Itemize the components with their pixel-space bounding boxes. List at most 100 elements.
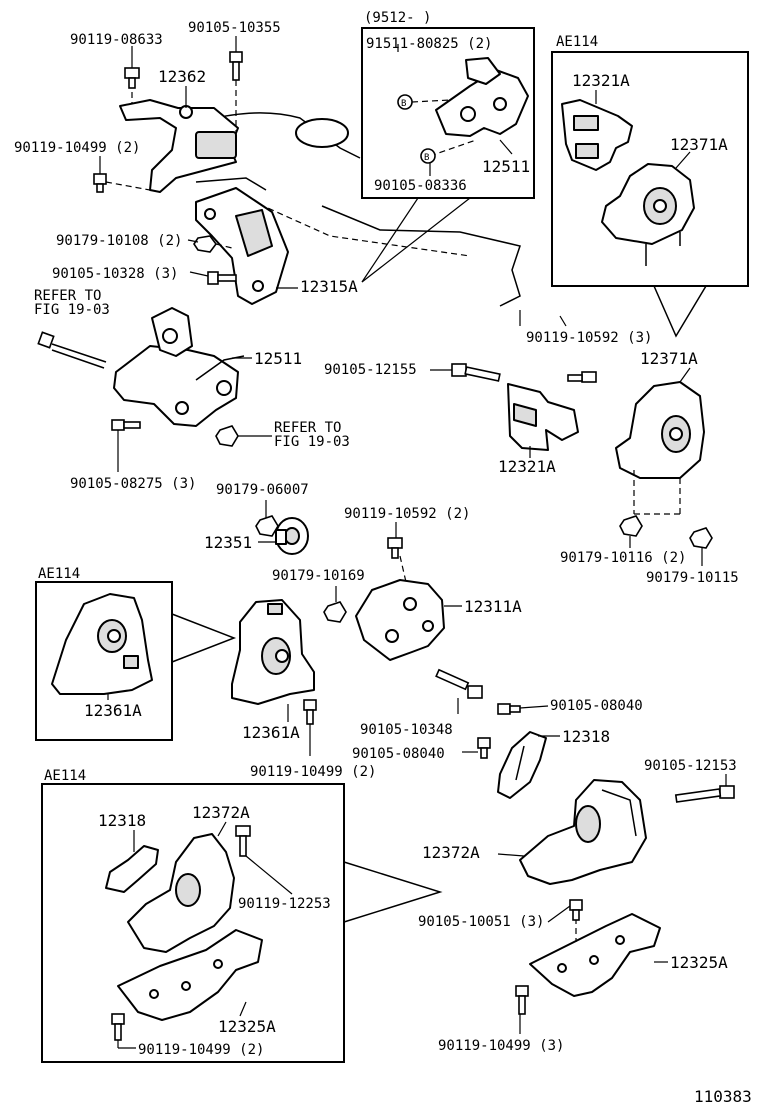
part-12362-bracket [119,60,239,193]
label-90105-08336: 90105-08336 [374,178,467,194]
label-90119-10499-2-mid: 90119-10499 (2) [250,764,376,780]
part-12361A-inset [51,593,153,695]
part-12321A-bracket [507,383,579,451]
nut-90179-10108 [193,235,233,253]
nut-90179-10115 [689,527,713,549]
label-12511-left: 12511 [254,349,302,368]
label-90105-10051-3: 90105-10051 (3) [418,914,544,930]
part-12321A-inset [561,99,633,171]
label-refer-fig-1-line2: FIG 19-03 [34,302,110,318]
label-12362: 12362 [158,67,206,86]
part-number-labels: 90119-08633 90105-10355 12362 90119-1049… [14,10,752,1106]
bolt-90119-10499-bottom-right [515,985,529,1015]
label-90119-10592-2: 90119-10592 (2) [344,506,470,522]
inset-box-9512 [361,27,535,199]
label-90105-08040-a: 90105-08040 [550,698,643,714]
nut-90179-10169 [323,601,347,623]
bolt-90119-10592-mid [387,537,403,559]
bolt-90105-10348 [435,668,483,699]
label-refer-fig-2-line2: FIG 19-03 [274,434,350,450]
label-ae114-mid-left: AE114 [38,566,80,582]
label-90105-10348: 90105-10348 [360,722,453,738]
bolt-90119-10499-inset [111,1013,125,1041]
label-90179-06007: 90179-06007 [216,482,309,498]
part-12325A-inset [117,929,263,1021]
bolt-90119-10499-mid [303,699,317,725]
inset-box-ae114-top-right [551,51,749,287]
part-12371A-mount [615,381,705,515]
bolt-90119-12253 [235,825,251,857]
bolt-90105-08040-a [497,703,521,715]
washer-90105-08336: B [420,148,436,164]
label-12371A-inset: 12371A [670,135,728,154]
label-90179-10115: 90179-10115 [646,570,739,586]
bolt-90105-10355 [229,51,243,81]
bolt-90105-08275 [111,419,141,431]
bolt-long-left-12511 [37,331,107,369]
label-90105-12153: 90105-12153 [644,758,737,774]
bolt-90105-08040-b [477,737,491,759]
bolt-90119-10499-top [93,173,151,193]
inset-pointer-9512-a [361,197,471,283]
inset-box-ae114-mid-left [35,581,173,741]
leader-lines [99,36,727,1049]
label-90105-12155: 90105-12155 [324,362,417,378]
inset-pointer-ae114-bottom-left [343,861,443,923]
label-12361A-inset: 12361A [84,701,142,720]
part-12371A-inset [601,163,695,266]
label-12371A: 12371A [640,349,698,368]
label-90119-08633: 90119-08633 [70,32,163,48]
label-refer-fig-2-line1: REFER TO [274,420,341,436]
part-12511-inset-bracket [411,57,529,157]
label-12315A: 12315A [300,277,358,296]
label-12318-inset: 12318 [98,811,146,830]
label-12372A-inset: 12372A [192,803,250,822]
label-91511-80825-2: 91511-80825 (2) [366,36,492,52]
part-12325A-plate [529,913,661,997]
label-90179-10116-2: 90179-10116 (2) [560,550,686,566]
label-refer-fig-1-line1: REFER TO [34,288,101,304]
label-12351: 12351 [204,533,252,552]
nut-90179-10116 [619,515,643,537]
label-90105-08275-3: 90105-08275 (3) [70,476,196,492]
label-12511-inset: 12511 [482,157,530,176]
inset-pointer-ae114-mid-left [171,613,237,663]
bolt-90105-12153 [674,785,735,803]
label-ae114-top-right: AE114 [556,34,598,50]
diagram-id: 110383 [694,1087,752,1106]
label-90179-10108-2: 90179-10108 (2) [56,233,182,249]
label-90105-08040-b: 90105-08040 [352,746,445,762]
washer-91511-80825: B [397,94,413,110]
bolt-90105-10051 [569,899,583,921]
bolt-90119-08633 [124,67,140,89]
part-12361A-mount [231,599,315,705]
label-12361A: 12361A [242,723,300,742]
svg-text:B: B [401,99,406,109]
inset-box-ae114-bottom-left [41,783,345,1063]
label-inset-9512: (9512- ) [364,10,431,26]
part-12511-left-bracket [113,307,245,427]
part-12311A-bracket [355,555,445,661]
label-90105-10328-3: 90105-10328 (3) [52,266,178,282]
label-12318: 12318 [562,727,610,746]
label-12311A: 12311A [464,597,522,616]
label-90119-10499-2-top: 90119-10499 (2) [14,140,140,156]
svg-text:B: B [424,153,429,163]
label-90179-10169: 90179-10169 [272,568,365,584]
label-90105-10355: 90105-10355 [188,20,281,36]
nut-refer-fig-19-03 [215,425,239,447]
label-90119-10499-2-bottom: 90119-10499 (2) [138,1042,264,1058]
bolt-90105-10328 [207,271,237,285]
label-90119-10499-3: 90119-10499 (3) [438,1038,564,1054]
label-90119-12253: 90119-12253 [238,896,331,912]
label-ae114-bottom-left: AE114 [44,768,86,784]
label-12325A-inset: 12325A [218,1017,276,1036]
inset-pointer-9512-b [361,197,419,283]
part-12318-bracket [497,731,547,799]
label-12321A-inset: 12321A [572,71,630,90]
label-12321A: 12321A [498,457,556,476]
part-12315A-bracket [195,187,289,305]
label-90119-10592-3: 90119-10592 (3) [526,330,652,346]
part-12318-inset [105,845,159,893]
